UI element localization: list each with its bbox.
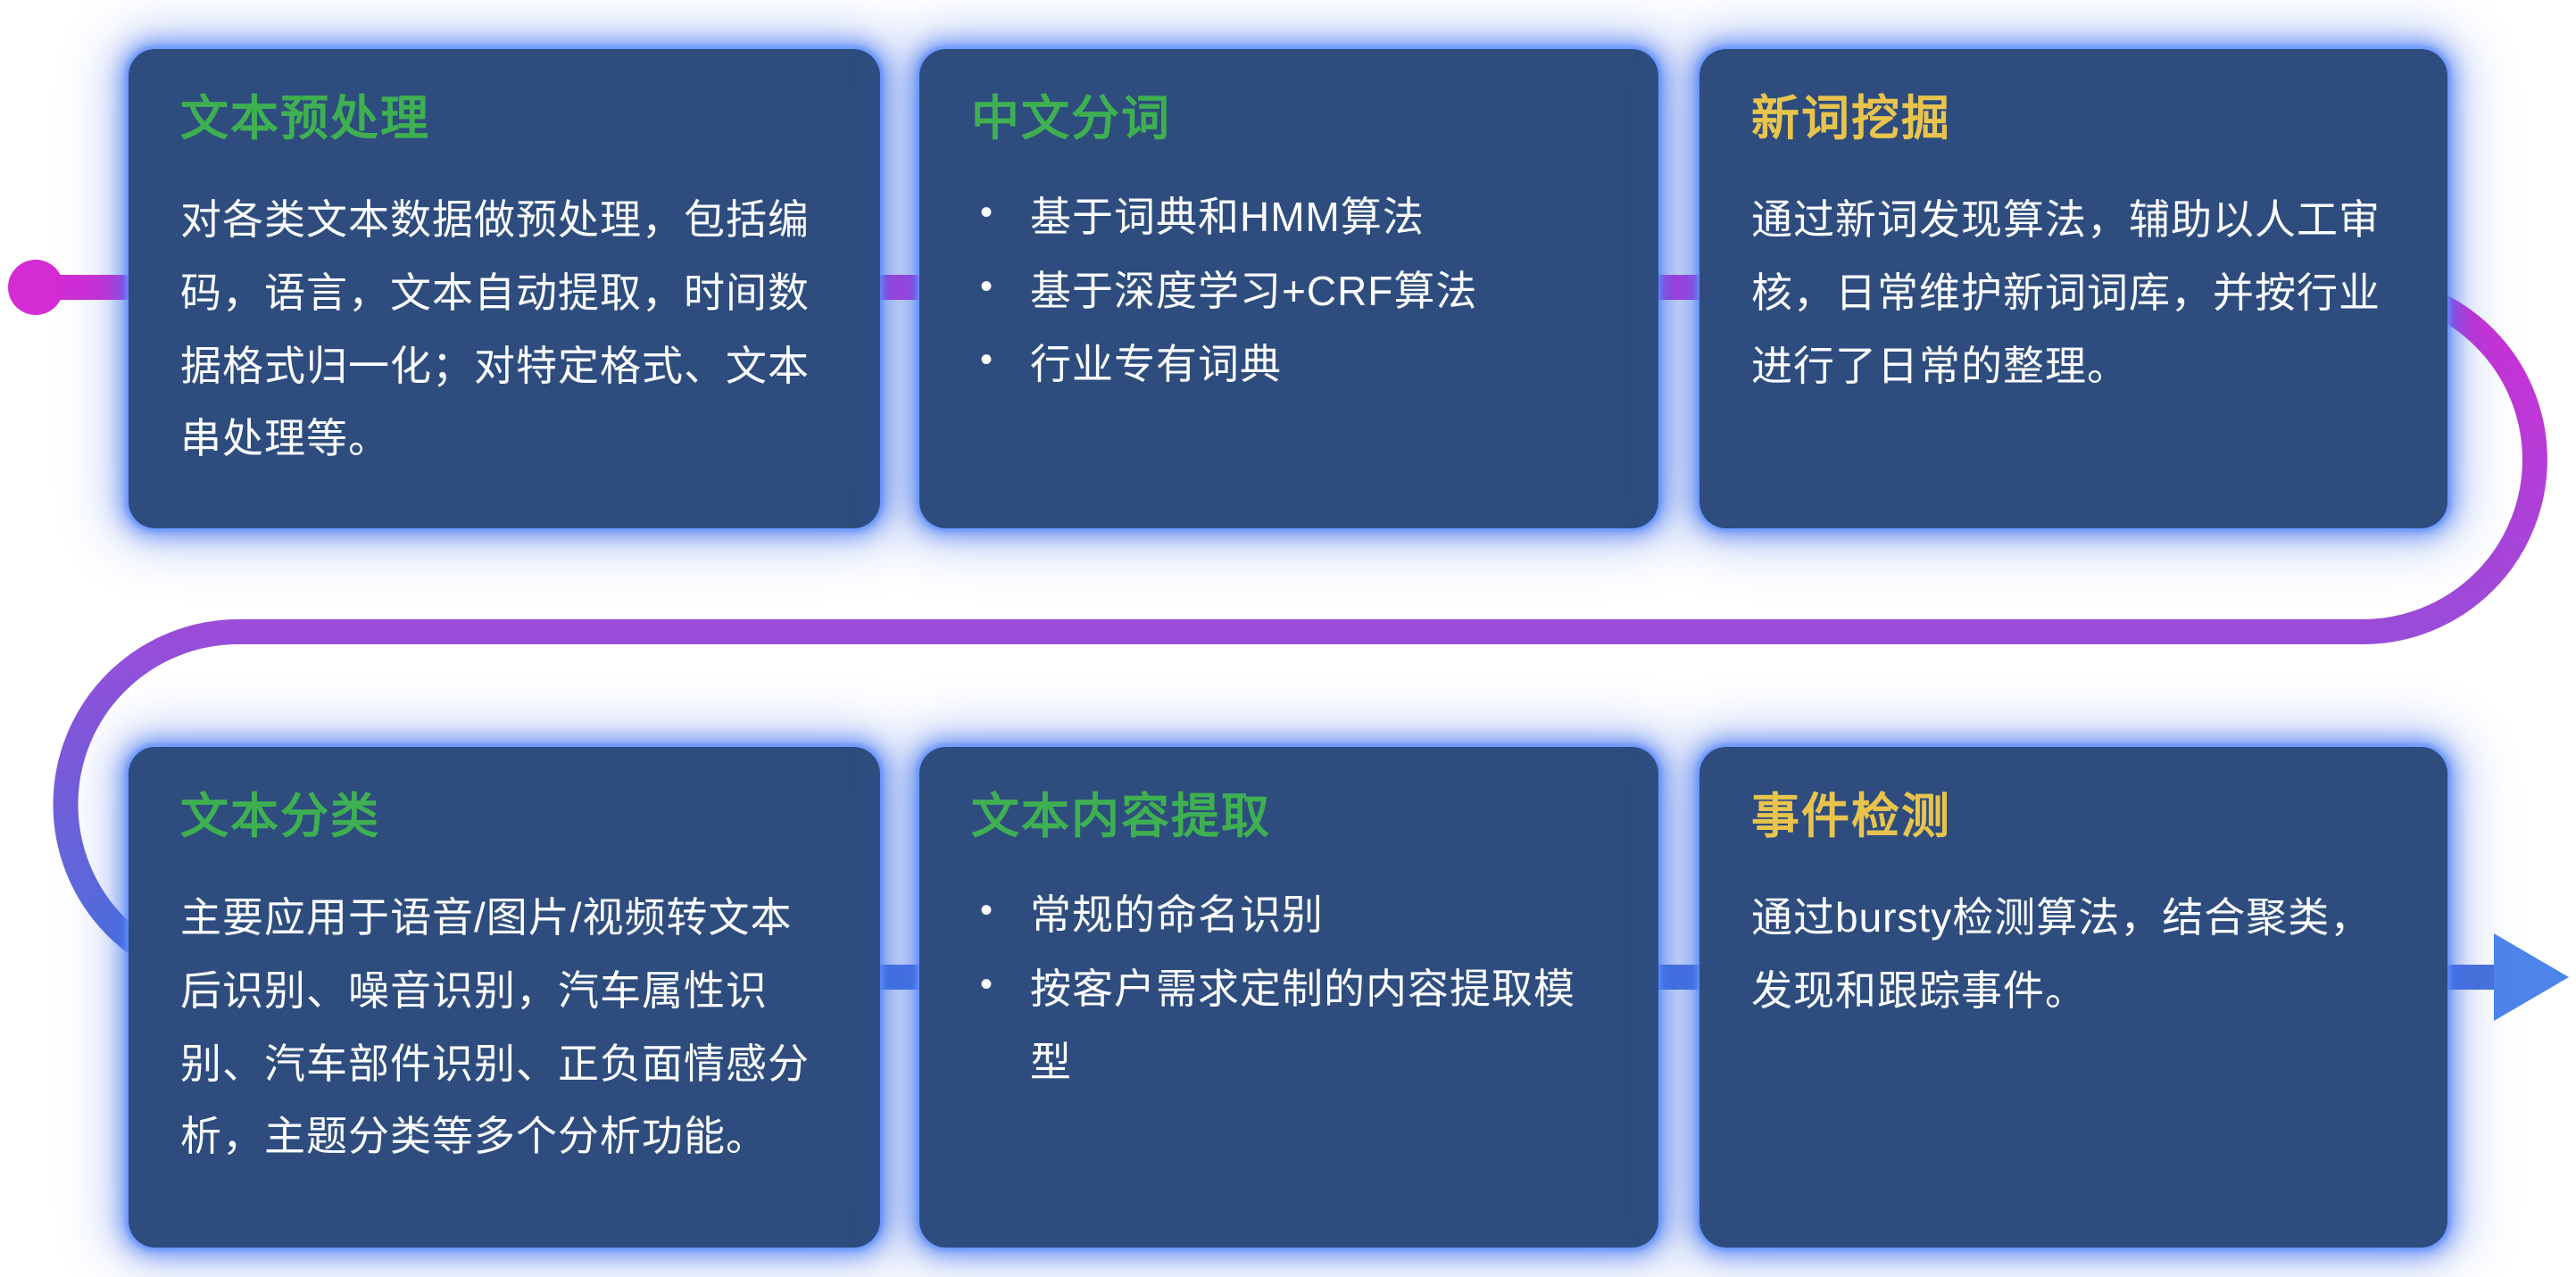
card-body: 主要应用于语音/图片/视频转文本后识别、噪音识别，汽车属性识别、汽车部件识别、正… <box>180 893 810 1160</box>
bullet-item: 基于深度学习+CRF算法 <box>971 254 1607 328</box>
card-body: 对各类文本数据做预处理，包括编码，语言，文本自动提取，时间数据格式归一化；对特定… <box>180 195 810 462</box>
bullet-list: 基于词典和HMM算法 基于深度学习+CRF算法 行业专有词典 <box>971 180 1607 402</box>
card-event-detection: 事件检测 通过bursty检测算法，结合聚类，发现和跟踪事件。 <box>1699 747 2447 1248</box>
flow-line <box>36 275 2547 990</box>
card-body: 通过bursty检测算法，结合聚类，发现和跟踪事件。 <box>1751 893 2372 1014</box>
bullet-item: 常规的命名识别 <box>971 878 1607 952</box>
card-chinese-word-segmentation: 中文分词 基于词典和HMM算法 基于深度学习+CRF算法 行业专有词典 <box>919 49 1658 528</box>
card-title: 事件检测 <box>1751 790 1951 843</box>
card-new-word-mining: 新词挖掘 通过新词发现算法，辅助以人工审核，日常维护新词词库，并按行业进行了日常… <box>1699 49 2447 528</box>
card-text-preprocessing: 文本预处理 对各类文本数据做预处理，包括编码，语言，文本自动提取，时间数据格式归… <box>129 49 880 528</box>
bullet-item: 基于词典和HMM算法 <box>971 180 1607 254</box>
card-text-classification: 文本分类 主要应用于语音/图片/视频转文本后识别、噪音识别，汽车属性识别、汽车部… <box>129 747 880 1248</box>
bullet-list: 常规的命名识别 按客户需求定制的内容提取模型 <box>971 878 1607 1099</box>
card-title: 文本分类 <box>180 790 380 843</box>
flow-arrow-icon <box>2494 933 2569 1021</box>
bullet-item: 按客户需求定制的内容提取模型 <box>971 952 1607 1100</box>
card-title: 文本预处理 <box>180 92 430 145</box>
card-title: 新词挖掘 <box>1751 92 1951 145</box>
flow-start-dot-icon <box>8 260 63 315</box>
card-body: 通过新词发现算法，辅助以人工审核，日常维护新词词库，并按行业进行了日常的整理。 <box>1751 195 2381 389</box>
bullet-item: 行业专有词典 <box>971 328 1607 402</box>
card-text-content-extraction: 文本内容提取 常规的命名识别 按客户需求定制的内容提取模型 <box>919 747 1658 1248</box>
card-title: 文本内容提取 <box>971 790 1271 843</box>
card-title: 中文分词 <box>971 92 1171 145</box>
